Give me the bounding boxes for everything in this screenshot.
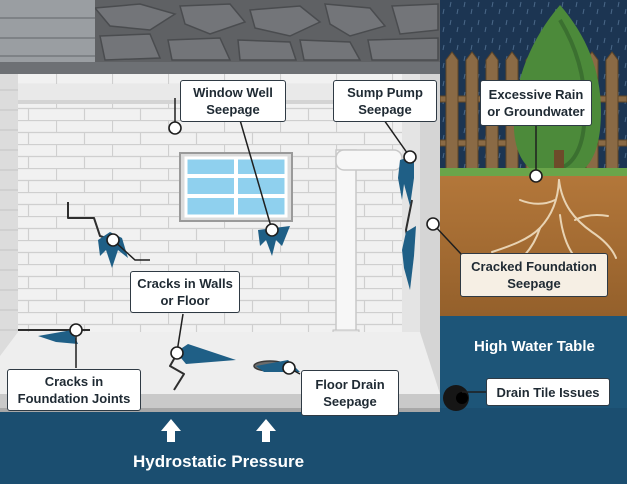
pressure-arrows — [161, 419, 276, 442]
callout-line: Foundation Joints — [17, 391, 131, 406]
stone-foundation-top — [0, 0, 440, 74]
callout-line: Window Well — [193, 85, 273, 100]
callout-line: Seepage — [358, 102, 412, 117]
callout-line: Excessive Rain — [488, 87, 584, 102]
callout-floor-drain-seepage: Floor Drain Seepage — [301, 370, 399, 416]
basement-window — [179, 152, 293, 222]
high-water-table-label: High Water Table — [474, 338, 595, 355]
marker-dots — [69, 121, 543, 375]
callout-drain-tile-issues: Drain Tile Issues — [486, 378, 610, 406]
leader-lines — [75, 98, 537, 393]
callout-line: Seepage — [323, 394, 377, 409]
callout-line: Sump Pump — [347, 85, 423, 100]
callout-line: Seepage — [206, 102, 260, 117]
callout-line: Cracked Foundation — [471, 259, 597, 274]
callout-cracked-foundation: Cracked Foundation Seepage — [460, 253, 608, 297]
callout-line: Cracks in — [44, 374, 104, 389]
callout-excessive-rain: Excessive Rain or Groundwater — [480, 80, 592, 126]
callout-line: Drain Tile Issues — [496, 384, 600, 400]
callout-line: or Floor — [160, 293, 210, 308]
callout-line: Cracks in Walls — [137, 276, 233, 291]
callout-sump-pump-seepage: Sump Pump Seepage — [333, 80, 437, 122]
callout-window-well-seepage: Window Well Seepage — [180, 80, 286, 122]
callout-line: Floor Drain — [315, 377, 385, 392]
callout-line: Seepage — [507, 276, 561, 291]
callout-cracks-in-walls: Cracks in Walls or Floor — [130, 271, 240, 313]
drain-tile-pipe — [443, 385, 469, 411]
water-leaks — [38, 156, 416, 372]
callout-foundation-joints: Cracks in Foundation Joints — [7, 369, 141, 411]
callout-line: or Groundwater — [487, 104, 585, 119]
hydrostatic-pressure-label: Hydrostatic Pressure — [133, 452, 305, 471]
